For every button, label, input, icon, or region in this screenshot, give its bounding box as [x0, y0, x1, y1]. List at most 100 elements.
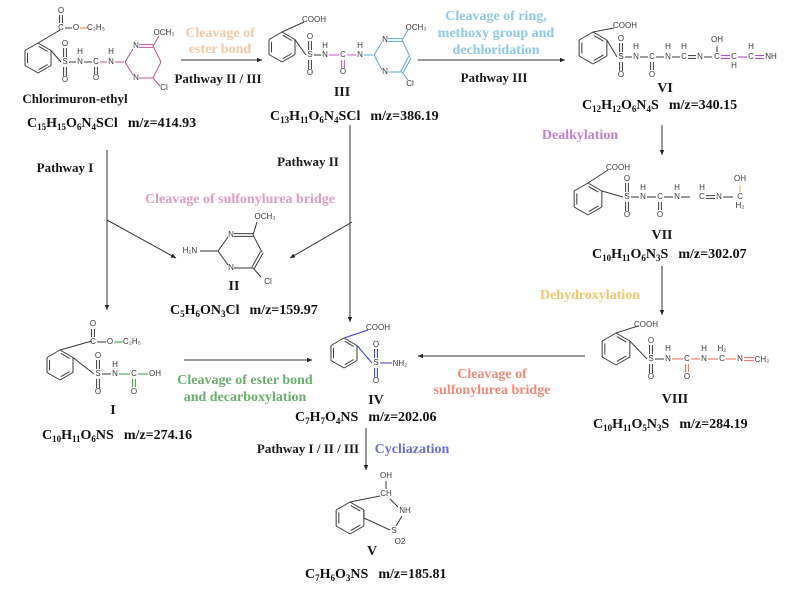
atom-label: N — [382, 35, 388, 44]
atom-label: N — [77, 57, 83, 66]
atom-label: N — [382, 67, 388, 76]
bond — [343, 329, 369, 339]
ring-bond — [601, 356, 617, 366]
ring-double-bond — [344, 359, 354, 366]
ring-bond — [46, 349, 61, 358]
atom-label: O — [618, 70, 624, 79]
atom-label: O — [62, 75, 68, 84]
pathway-label: Pathway I / II / III — [257, 441, 359, 456]
ring-double-bond — [616, 355, 627, 362]
atom-label: OH — [149, 369, 161, 378]
atom-label: C — [90, 337, 96, 346]
atom-label: CH — [380, 489, 392, 498]
compound-id: II — [229, 279, 240, 294]
bond — [152, 45, 162, 63]
arrow-chlorimuron-to-II-head — [170, 253, 176, 258]
atom-label: N — [697, 52, 703, 61]
step-label-sulfonylurea-cleavage: sulfonylurea bridge — [434, 383, 551, 398]
atom-label: N — [322, 50, 328, 59]
atom-label: H₂ — [718, 344, 727, 353]
atom-label: NH — [765, 52, 777, 61]
atom-label: COOH — [606, 163, 630, 172]
atom-label: O — [649, 70, 655, 79]
ring-bond — [335, 501, 351, 511]
atom-label: C₂H₅ — [123, 337, 141, 346]
atom-label: H₂ — [736, 201, 745, 210]
mz-value: m/z=202.06 — [368, 410, 436, 425]
atom-label: C — [657, 192, 663, 201]
ring-double-bond — [350, 524, 361, 531]
atom-label: N — [357, 50, 363, 59]
atom-label: C — [737, 192, 743, 201]
arrow-chlorimuron-to-III-head — [257, 57, 262, 63]
compound-id: III — [334, 85, 350, 100]
ring-double-bond — [38, 64, 48, 71]
atom-label: H — [108, 47, 114, 56]
step-label-sulfonylurea-cleavage: Cleavage of sulfonylurea bridge — [145, 192, 335, 207]
atom-label: OH — [734, 174, 746, 183]
atom-label: C — [699, 192, 705, 201]
atom-label: COOH — [302, 15, 326, 24]
bond — [217, 236, 229, 252]
bond — [606, 39, 618, 58]
atom-label: H — [748, 42, 754, 51]
atom-label: S — [95, 369, 100, 378]
atom-label: O — [107, 337, 113, 346]
step-label-ring-cleavage: methoxy group and — [438, 26, 555, 41]
ring-double-bond — [282, 53, 292, 60]
atom-label: H — [731, 61, 737, 70]
atom-label: O — [373, 376, 379, 385]
atom-label: S — [648, 354, 653, 363]
atom-label: N — [665, 354, 671, 363]
bond — [294, 39, 307, 56]
atom-label: O — [624, 210, 630, 219]
ring-bond — [46, 372, 61, 381]
bond — [373, 41, 383, 56]
bond — [252, 234, 263, 253]
bond — [356, 345, 373, 364]
atom-label: H — [674, 183, 680, 192]
ring-bond — [578, 31, 594, 41]
bond — [50, 50, 62, 63]
atom-label: H — [112, 360, 118, 369]
atom-label: COOH — [366, 323, 390, 332]
ring-bond — [24, 42, 39, 51]
atom-label: H — [633, 42, 639, 51]
atom-label: N — [674, 192, 680, 201]
bond — [72, 357, 95, 375]
ring-bond — [601, 332, 617, 342]
mz-value: m/z=414.93 — [128, 116, 196, 131]
atom-label: C — [93, 57, 99, 66]
ring-bond — [587, 206, 603, 216]
atom-label: O — [684, 372, 690, 381]
atom-label: C — [684, 354, 690, 363]
double-bond — [402, 57, 412, 73]
bond — [587, 169, 609, 184]
ring-bond — [268, 54, 283, 63]
mz-value: m/z=302.07 — [678, 247, 746, 262]
step-label-ester-cleavage: Cleavage of — [185, 26, 255, 41]
arrow-III-to-II-head — [290, 253, 296, 258]
atom-label: C — [731, 52, 737, 61]
compound-name: Chlorimuron-ethyl — [22, 91, 128, 106]
atom-label: O — [624, 174, 630, 183]
bond — [401, 39, 411, 58]
atom-label: N — [108, 57, 114, 66]
atom-label: C — [58, 23, 64, 32]
step-label-cycliazation: Cycliazation — [375, 442, 450, 457]
bond — [401, 29, 409, 41]
atom-label: S — [624, 192, 629, 201]
compound-id: VI — [657, 81, 673, 96]
ring-double-bond — [344, 340, 354, 347]
arrow-VIII-to-IV-head — [418, 353, 423, 359]
ring-bond — [573, 206, 589, 216]
atom-label: S — [391, 526, 396, 535]
step-label-decarboxylation: Cleavage of ester bond — [177, 373, 313, 388]
bond — [395, 515, 403, 527]
ring-double-bond — [616, 336, 627, 343]
